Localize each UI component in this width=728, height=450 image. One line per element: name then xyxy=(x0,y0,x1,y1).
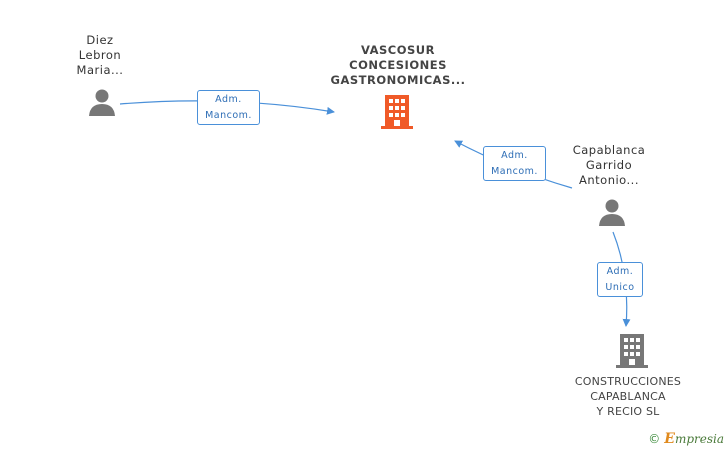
role-line: Mancom. xyxy=(491,166,538,177)
role-line: Adm. xyxy=(215,94,242,105)
role-line: Mancom. xyxy=(205,110,252,121)
company-name-line: GASTRONOMICAS... xyxy=(330,73,466,87)
company-name-line: Y RECIO SL xyxy=(596,405,660,418)
person-icon[interactable] xyxy=(597,198,627,228)
person-name-line: Lebron xyxy=(78,48,122,62)
company-name-construcciones[interactable]: CONSTRUCCIONES CAPABLANCA Y RECIO SL xyxy=(565,374,691,419)
person-name-line: Garrido xyxy=(585,158,633,172)
company-name-line: CAPABLANCA xyxy=(590,390,666,403)
brand-initial: E xyxy=(664,431,675,447)
role-label-diez-vascosur[interactable]: Adm. Mancom. xyxy=(197,90,260,125)
empresia-watermark: ©Empresia xyxy=(648,431,724,447)
person-name-line: Maria... xyxy=(76,63,124,77)
person-name-line: Capablanca xyxy=(572,143,646,157)
person-name-line: Antonio... xyxy=(579,173,639,187)
role-line: Adm. xyxy=(606,266,634,277)
role-label-capablanca-construcciones[interactable]: Adm. Unico xyxy=(597,262,643,297)
role-label-capablanca-vascosur[interactable]: Adm. Mancom. xyxy=(483,146,546,181)
person-name-line: Diez xyxy=(86,33,114,47)
role-line: Unico xyxy=(605,282,635,293)
company-name-line: CONSTRUCCIONES xyxy=(574,375,682,388)
role-line: Adm. xyxy=(501,150,528,161)
person-name-capablanca[interactable]: Capablanca Garrido Antonio... xyxy=(559,143,659,188)
person-icon[interactable] xyxy=(87,88,117,118)
person-name-diez[interactable]: Diez Lebron Maria... xyxy=(60,33,140,78)
building-icon[interactable] xyxy=(616,334,648,368)
company-name-line: CONCESIONES xyxy=(349,58,447,72)
company-name-vascosur[interactable]: VASCOSUR CONCESIONES GASTRONOMICAS... xyxy=(318,43,478,88)
building-icon[interactable] xyxy=(381,95,413,129)
company-name-line: VASCOSUR xyxy=(361,43,435,57)
copyright-symbol: © xyxy=(648,432,661,446)
brand-name: mpresia xyxy=(674,432,724,446)
